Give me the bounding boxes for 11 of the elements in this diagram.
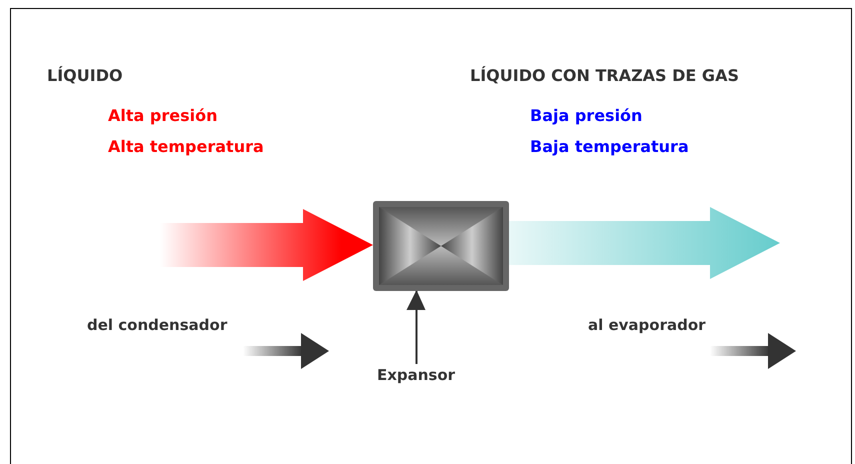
text-label: Baja presión <box>530 106 642 125</box>
node-label: Expansor <box>376 366 456 384</box>
text-label: Baja temperatura <box>530 137 689 156</box>
text-label: del condensador <box>87 316 228 334</box>
flow-arrow <box>509 207 780 279</box>
pointer-arrow <box>406 290 426 364</box>
text-label: Alta temperatura <box>108 137 264 156</box>
text-label: LÍQUIDO <box>47 66 123 85</box>
text-label: Alta presión <box>108 106 218 125</box>
text-label: LÍQUIDO CON TRAZAS DE GAS <box>470 66 739 85</box>
text-label: al evaporador <box>588 316 706 334</box>
